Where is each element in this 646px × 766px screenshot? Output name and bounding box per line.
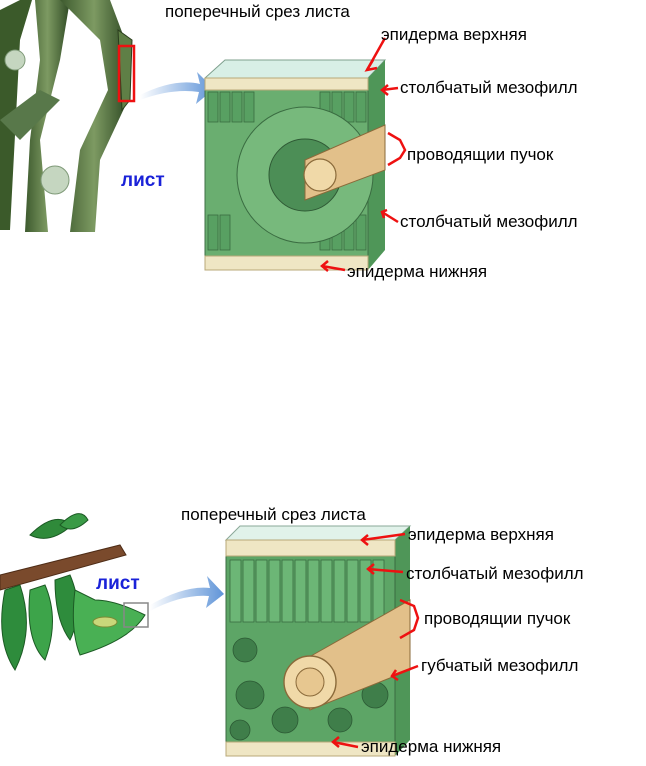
- plant-stem-illustration: [0, 0, 133, 232]
- bottom-label-spongy: губчатый мезофилл: [421, 656, 579, 675]
- top-illustration: [0, 0, 407, 272]
- top-diagram: поперечный срез листа лист эпидерма верх…: [0, 0, 646, 300]
- top-label-upper-epidermis: эпидерма верхняя: [381, 25, 527, 44]
- selection-box: [123, 602, 149, 628]
- label-arrows: [331, 532, 420, 749]
- top-leaf-label: лист: [121, 170, 165, 191]
- bottom-label-bundle: проводящии пучок: [424, 609, 571, 628]
- bottom-label-upper-epidermis: эпидерма верхняя: [408, 525, 554, 544]
- bottom-illustration: [0, 513, 420, 757]
- zoom-pointer-arrow: [150, 576, 224, 611]
- leaf-cross-section-block: [203, 59, 387, 271]
- bottom-leaf-label: лист: [96, 573, 140, 594]
- bottom-label-palisade: столбчатый мезофилл: [406, 564, 584, 583]
- selection-box: [117, 44, 136, 103]
- top-title: поперечный срез листа: [165, 2, 350, 21]
- top-label-lower-epidermis: эпидерма нижняя: [347, 262, 488, 281]
- label-arrows: [320, 37, 407, 272]
- twig-with-leaves-illustration: [0, 513, 146, 671]
- bottom-title: поперечный срез листа: [181, 505, 366, 524]
- top-label-bundle: проводящии пучок: [407, 145, 554, 164]
- zoom-pointer-arrow: [140, 72, 214, 104]
- top-label-palisade: столбчатый мезофилл: [400, 78, 578, 97]
- bottom-label-lower-epidermis: эпидерма нижняя: [361, 737, 502, 756]
- bottom-diagram: поперечный срез листа лист эпидерма верх…: [0, 490, 646, 766]
- top-label-palisade-lower: столбчатый мезофилл: [400, 212, 578, 231]
- leaf-cross-section-block: [224, 525, 412, 757]
